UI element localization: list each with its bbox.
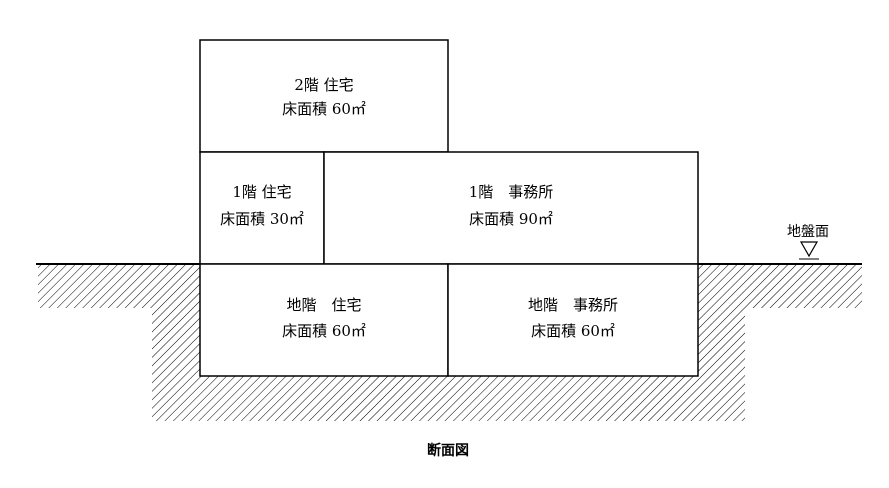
room-2f-residence-area: 床面積 60㎡ (282, 100, 366, 118)
room-1f-residence-name: 1階 住宅 (232, 183, 291, 201)
room-basement-residence (199, 263, 449, 377)
room-basement-residence-name: 地階 住宅 (286, 296, 361, 314)
ground-hatching (38, 265, 862, 421)
room-basement-office-name: 地階 事務所 (528, 296, 618, 314)
room-2f-residence (199, 39, 449, 153)
ground-level-label: 地盤面 (787, 224, 829, 240)
room-basement-residence-area: 床面積 60㎡ (282, 322, 366, 340)
room-basement-office (447, 263, 699, 377)
room-1f-office-name: 1階 事務所 (469, 183, 554, 201)
room-1f-residence-area: 床面積 30㎡ (220, 210, 304, 228)
diagram-caption: 断面図 (427, 442, 469, 459)
room-1f-office-area: 床面積 90㎡ (469, 210, 553, 228)
room-1f-office (323, 151, 699, 265)
room-2f-residence-name: 2階 住宅 (294, 76, 353, 94)
room-basement-office-area: 床面積 60㎡ (531, 322, 615, 340)
ground-level-marker-icon (799, 241, 819, 258)
room-1f-residence (199, 151, 325, 265)
